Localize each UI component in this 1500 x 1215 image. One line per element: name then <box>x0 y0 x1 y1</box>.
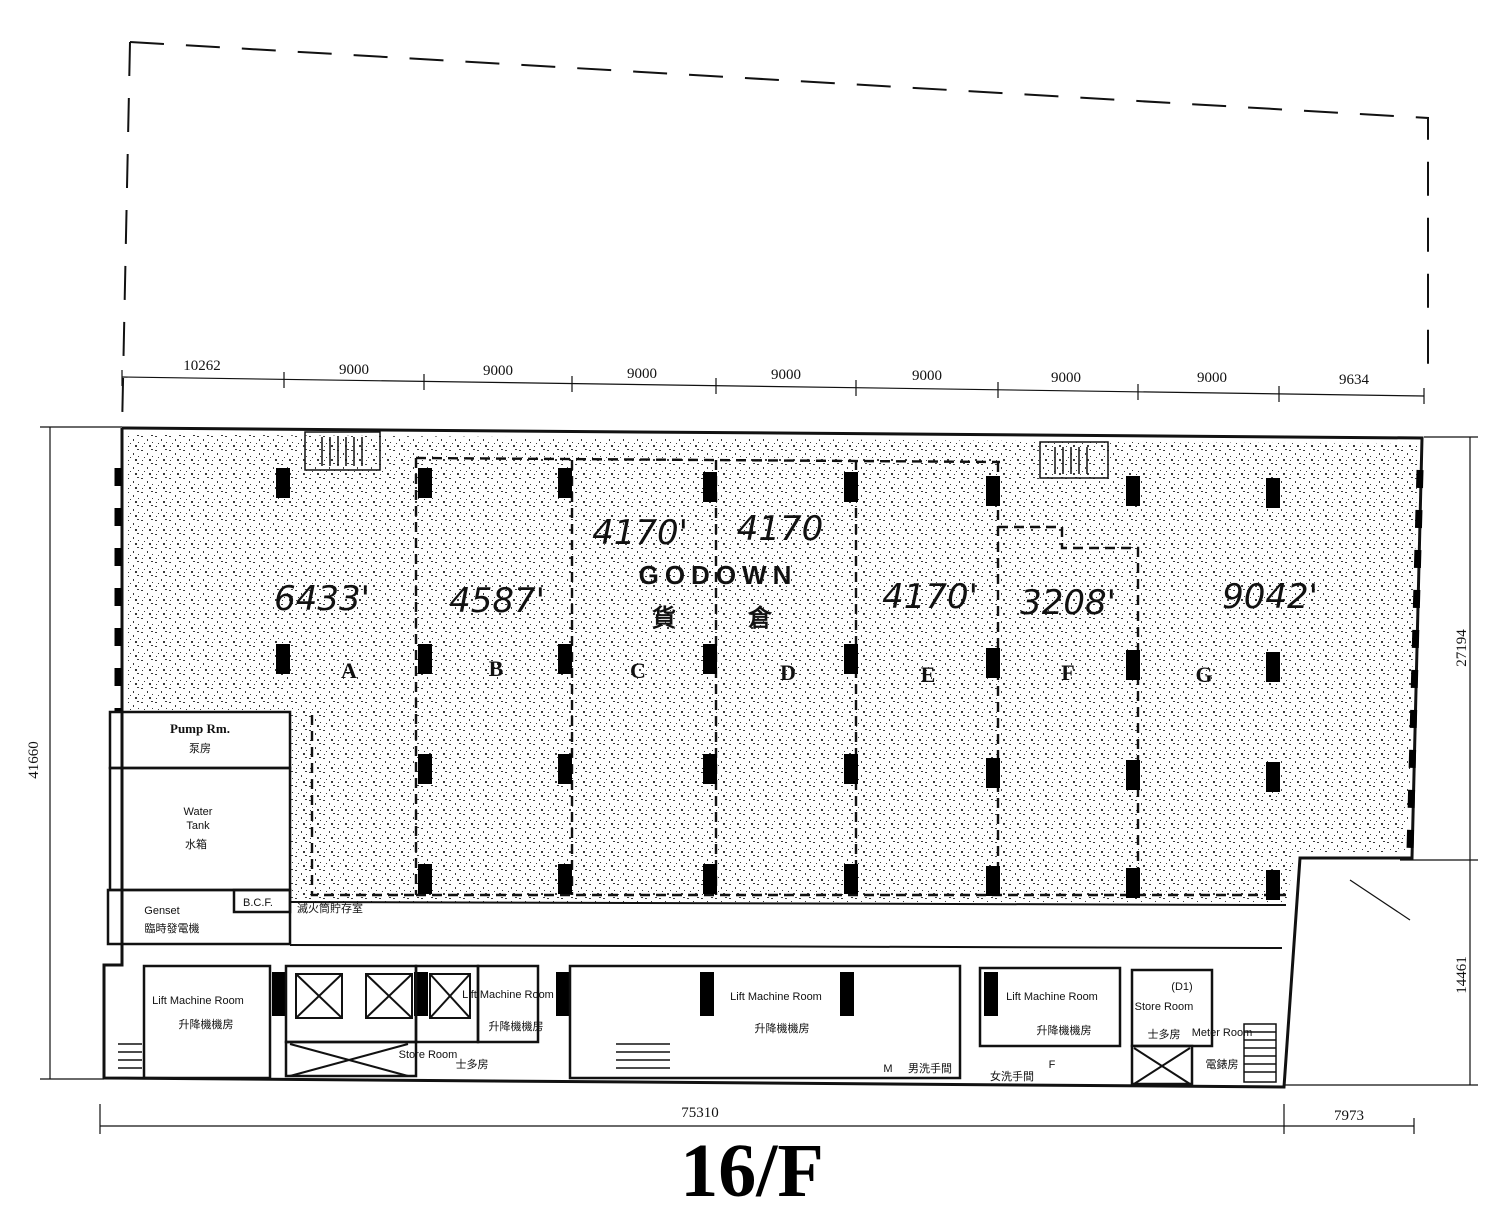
dim-right-lower: 14461 <box>1454 956 1470 994</box>
store-room-2-label: Store Room <box>1135 1001 1194 1013</box>
unit-f-area: 3208' <box>1020 583 1116 623</box>
bottom-service-rooms <box>142 964 1214 1086</box>
unit-b-label: B <box>489 656 504 681</box>
lift-shafts <box>289 973 1191 1085</box>
genset-cn: 臨時發電機 <box>145 921 200 935</box>
stair-bottom-center <box>616 1043 670 1069</box>
unit-e-label: E <box>921 662 936 687</box>
stair-top-left <box>304 431 381 471</box>
stair-top-right <box>1039 441 1109 479</box>
dim-right-upper: 27194 <box>1454 629 1470 667</box>
unit-g-area: 9042' <box>1222 577 1318 617</box>
floor-label: 16/F <box>680 1129 824 1213</box>
store-room-1-cn: 士多房 <box>456 1057 489 1071</box>
godown-floor <box>128 434 1418 902</box>
unit-f-label: F <box>1061 660 1074 685</box>
unit-b-area: 4587' <box>449 581 545 621</box>
fire-store-label: 滅火筒貯存室 <box>297 901 363 915</box>
left-service-rooms <box>106 710 292 946</box>
unit-d-area: 4170 <box>737 509 824 549</box>
dim-bay-5: 9000 <box>771 367 801 383</box>
lift-machine-room-4-label: Lift Machine Room <box>1006 991 1098 1003</box>
unit-a-area: 6433' <box>274 579 370 619</box>
unit-partitions <box>310 456 1286 897</box>
left-dimension <box>40 426 122 1080</box>
unit-labels: A B C D E F G <box>341 656 1213 687</box>
top-dimension-line <box>121 370 1425 404</box>
dim-bottom-main: 75310 <box>681 1105 719 1121</box>
water-tank-label-1: Water <box>184 806 213 818</box>
stair-bottom-left <box>118 1043 142 1069</box>
perimeter-wall-marks <box>114 468 1424 851</box>
building-outline <box>102 426 1424 1089</box>
unit-a-label: A <box>341 658 357 683</box>
d1-label: (D1) <box>1171 981 1192 993</box>
lift-machine-room-2-cn: 升降機機房 <box>489 1019 544 1033</box>
bcf-label: B.C.F. <box>243 897 273 909</box>
store-room-2-cn: 士多房 <box>1148 1027 1181 1041</box>
columns <box>272 468 1280 1016</box>
dim-bay-2: 9000 <box>339 362 369 378</box>
genset-label: Genset <box>144 905 179 917</box>
ladies-toilet-f: F <box>1049 1059 1056 1071</box>
ladies-toilet-cn: 女洗手間 <box>990 1069 1034 1083</box>
mens-toilet-cn: 男洗手間 <box>908 1061 952 1075</box>
meter-room-cn: 電錶房 <box>1206 1058 1239 1071</box>
mens-toilet-m: M <box>883 1063 892 1075</box>
top-dimension-labels: 10262 9000 9000 9000 9000 9000 9000 9000… <box>183 358 1369 388</box>
bottom-dimension <box>99 1104 1415 1134</box>
meter-room-label: Meter Room <box>1192 1027 1253 1039</box>
dim-bay-4: 9000 <box>627 366 657 382</box>
room-labels: Pump Rm. 泵房 Water Tank 水箱 Genset 臨時發電機 B… <box>144 721 1252 1083</box>
dim-left-total: 41660 <box>26 741 42 779</box>
pump-room-cn: 泵房 <box>189 742 211 755</box>
unit-d-label: D <box>780 660 796 685</box>
dim-bay-8: 9000 <box>1197 370 1227 386</box>
lift-machine-room-3-cn: 升降機機房 <box>755 1021 810 1035</box>
lift-machine-room-1-cn: 升降機機房 <box>179 1017 234 1031</box>
dim-bottom-right: 7973 <box>1334 1108 1364 1124</box>
pump-room-label: Pump Rm. <box>170 721 230 736</box>
water-tank-label-2: Tank <box>186 820 210 832</box>
godown-cn-2: 倉 <box>747 604 773 632</box>
godown-title: GODOWN 貨 倉 <box>639 560 798 632</box>
unit-g-label: G <box>1195 662 1212 687</box>
dim-bay-3: 9000 <box>483 363 513 379</box>
store-room-1-label: Store Room <box>399 1049 458 1061</box>
ramp-line <box>1349 879 1411 921</box>
corridor <box>289 901 1287 949</box>
right-dimension <box>1284 436 1478 1086</box>
unit-e-area: 4170' <box>882 577 978 617</box>
unit-c-area: 4170' <box>592 513 688 553</box>
unit-area-annotations: 6433' 4587' 4170' 4170 4170' 3208' 9042' <box>274 509 1318 623</box>
stair-bottom-right <box>1243 1023 1277 1083</box>
lift-machine-room-3-label: Lift Machine Room <box>730 991 822 1003</box>
dim-bay-9: 9634 <box>1339 372 1370 388</box>
lift-machine-room-1-label: Lift Machine Room <box>152 995 244 1007</box>
godown-label: GODOWN <box>639 560 798 590</box>
dim-bay-7: 9000 <box>1051 370 1081 386</box>
dim-bay-6: 9000 <box>912 368 942 384</box>
water-tank-cn: 水箱 <box>185 837 207 851</box>
unit-c-label: C <box>630 658 646 683</box>
lift-machine-room-4-cn: 升降機機房 <box>1037 1023 1092 1037</box>
site-boundary <box>121 41 1429 431</box>
lift-machine-room-2-label: Lift Machine Room <box>462 989 554 1001</box>
godown-cn-1: 貨 <box>652 604 676 632</box>
dim-bay-1: 10262 <box>183 358 221 374</box>
